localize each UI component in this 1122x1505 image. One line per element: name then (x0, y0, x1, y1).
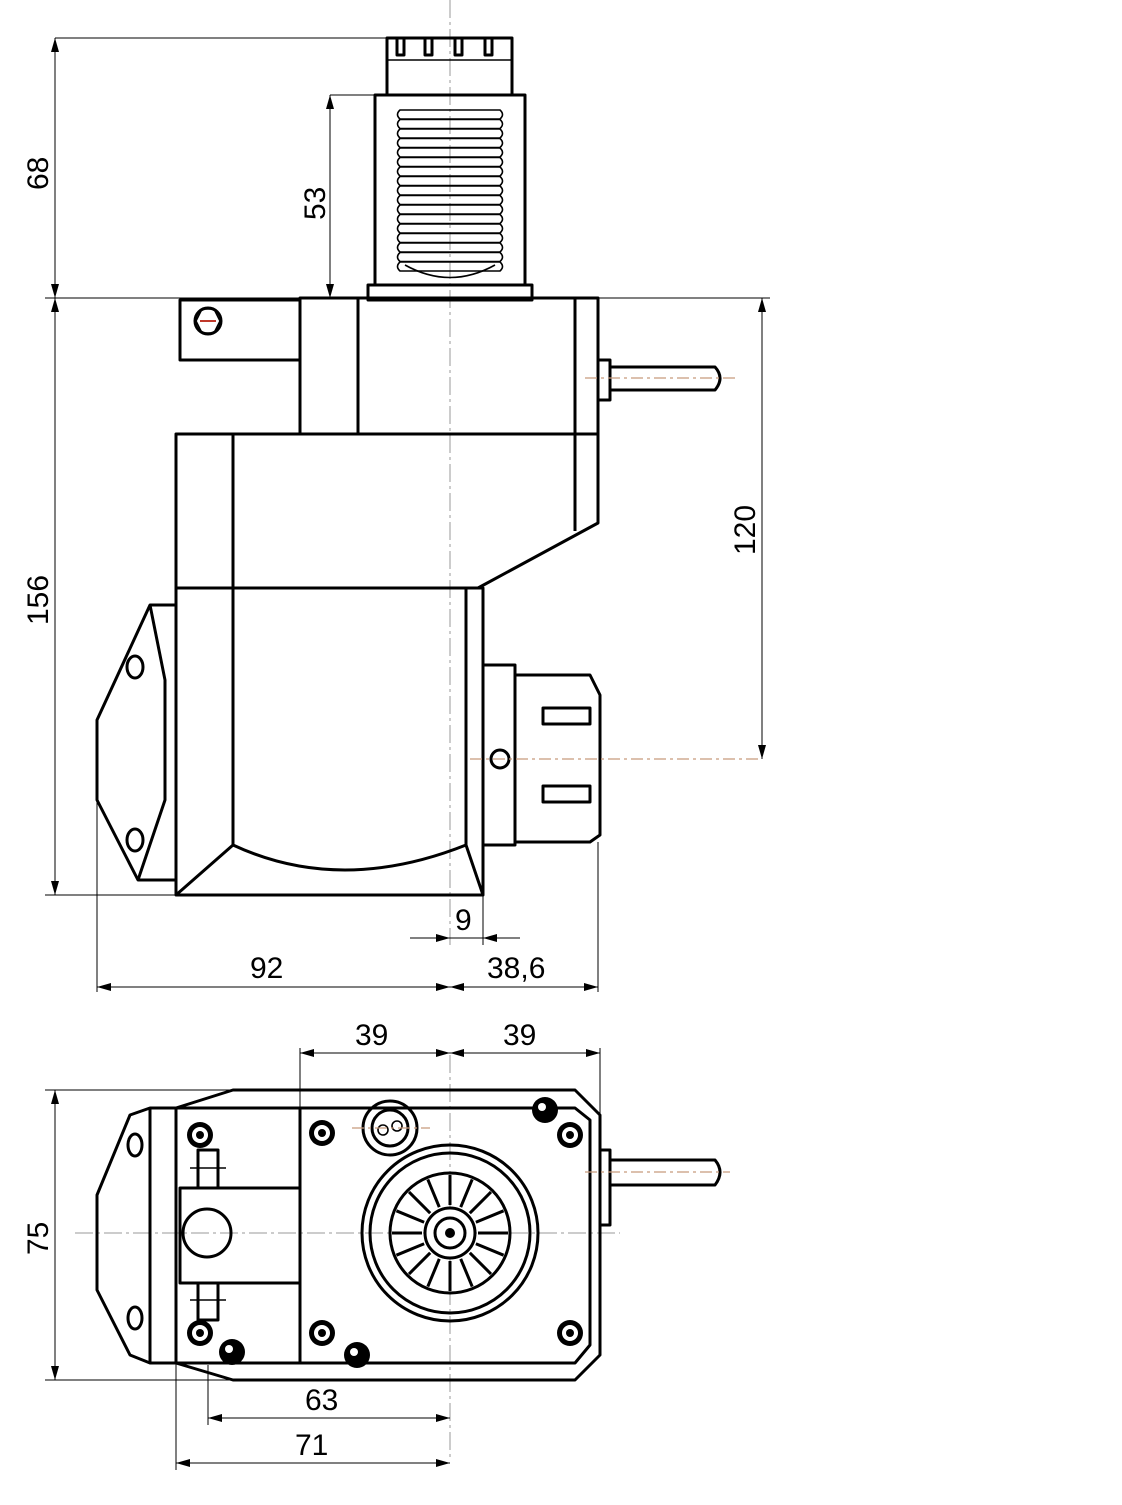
dim-label-75: 75 (22, 1222, 55, 1255)
dim-label-63: 63 (305, 1384, 338, 1417)
dim-label-53: 53 (299, 187, 332, 220)
dim-label-9: 9 (455, 904, 472, 937)
dim-label-71: 71 (295, 1429, 328, 1462)
top-left-flange (95, 1106, 176, 1365)
dimension-bottom: 63 71 (175, 1363, 450, 1470)
dim-label-39-right: 39 (503, 1019, 536, 1052)
dim-label-39-left: 39 (355, 1019, 388, 1052)
top-view: 39 39 75 63 71 (22, 1019, 730, 1470)
lower-housing (174, 586, 485, 897)
top-port (352, 1099, 430, 1157)
screw-head (309, 1120, 335, 1146)
dimension-top-view-width: 39 39 (299, 1019, 601, 1115)
dimension-output-height: 120 (598, 297, 770, 759)
threaded-shank (366, 93, 534, 302)
dim-label-92: 92 (250, 952, 283, 985)
top-lever (178, 1148, 302, 1322)
dimension-top-view-height: 75 (22, 1089, 233, 1381)
left-flange (95, 603, 178, 882)
dimension-widths: 92 38,6 (96, 800, 599, 992)
side-pin (585, 358, 735, 402)
dim-label-68: 68 (22, 157, 55, 190)
screw-head (557, 1122, 583, 1148)
screw-head (309, 1320, 335, 1346)
screw-head (557, 1320, 583, 1346)
dim-label-120: 120 (729, 505, 762, 555)
dimension-offset: 9 (410, 895, 520, 945)
dowel-pin (344, 1342, 370, 1368)
clamp-lever (178, 298, 302, 362)
screw-head (187, 1320, 213, 1346)
dim-label-38-6: 38,6 (487, 952, 545, 985)
dimension-body-height: 156 (22, 297, 300, 896)
dimension-top-height: 68 (22, 37, 387, 298)
dowel-pin (532, 1097, 558, 1123)
top-side-pin (585, 1148, 730, 1227)
screw-head (187, 1122, 213, 1148)
side-view: 68 53 156 120 9 (22, 0, 770, 992)
dim-label-156: 156 (22, 575, 55, 625)
upper-housing (174, 296, 600, 590)
dimension-shank-height: 53 (299, 94, 375, 298)
top-body (174, 1088, 602, 1382)
top-spindle (360, 1143, 540, 1323)
dowel-pin (219, 1339, 245, 1365)
screws (187, 1097, 583, 1368)
output-spindle (470, 663, 760, 847)
